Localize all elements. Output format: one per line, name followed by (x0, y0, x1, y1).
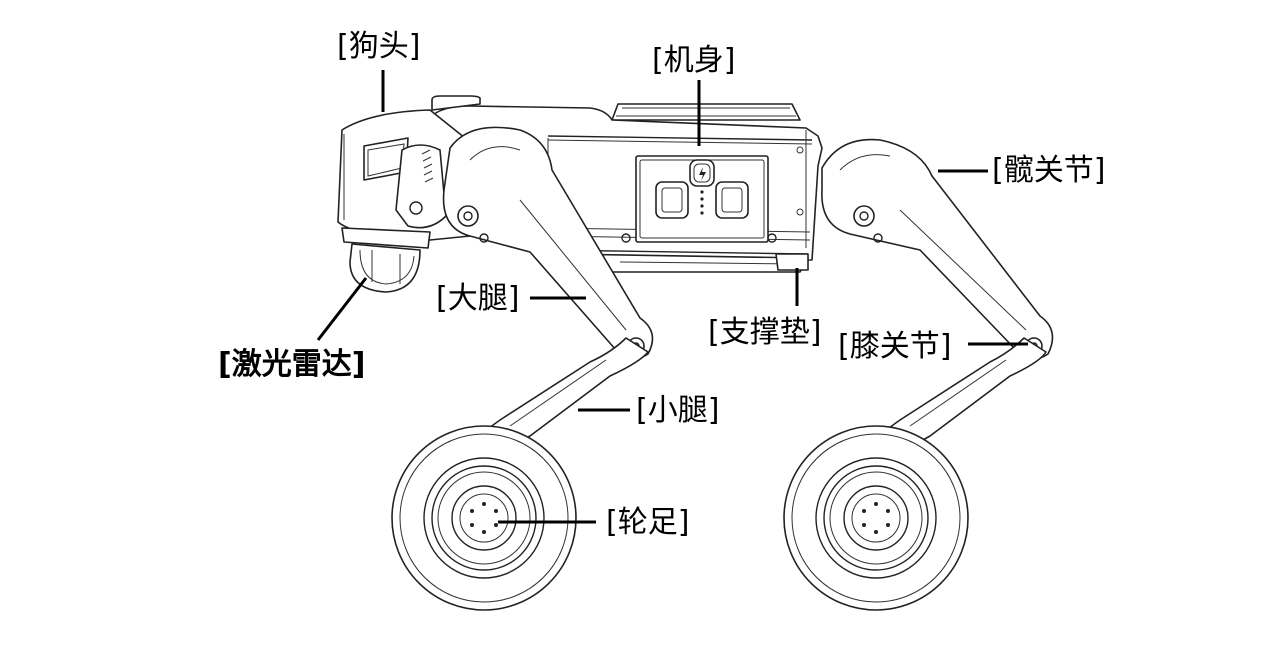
leader-lines (316, 70, 1028, 524)
label-body: [机身] (652, 43, 735, 78)
lidar-leader (316, 277, 368, 341)
rear-panel (635, 155, 769, 243)
label-hip: [髋关节] (992, 153, 1105, 188)
robot-drawing (337, 95, 1054, 611)
front-wheel (391, 425, 577, 611)
label-head: [狗头] (337, 29, 420, 64)
label-shank: [小腿] (636, 393, 719, 428)
front-leg-upper (442, 126, 654, 360)
label-knee: [膝关节] (838, 329, 951, 364)
label-lidar: [激光雷达] (218, 347, 365, 382)
rear-wheel (783, 425, 969, 611)
top-plate (611, 103, 801, 131)
lidar-unit (341, 227, 431, 293)
label-thigh: [大腿] (436, 281, 519, 316)
labels: [狗头] [机身] [髋关节] [大腿] [支撑垫] [膝关节] [激光雷达] … (218, 29, 1105, 540)
label-pad: [支撑垫] (708, 315, 821, 350)
label-wheel: [轮足] (606, 505, 689, 540)
